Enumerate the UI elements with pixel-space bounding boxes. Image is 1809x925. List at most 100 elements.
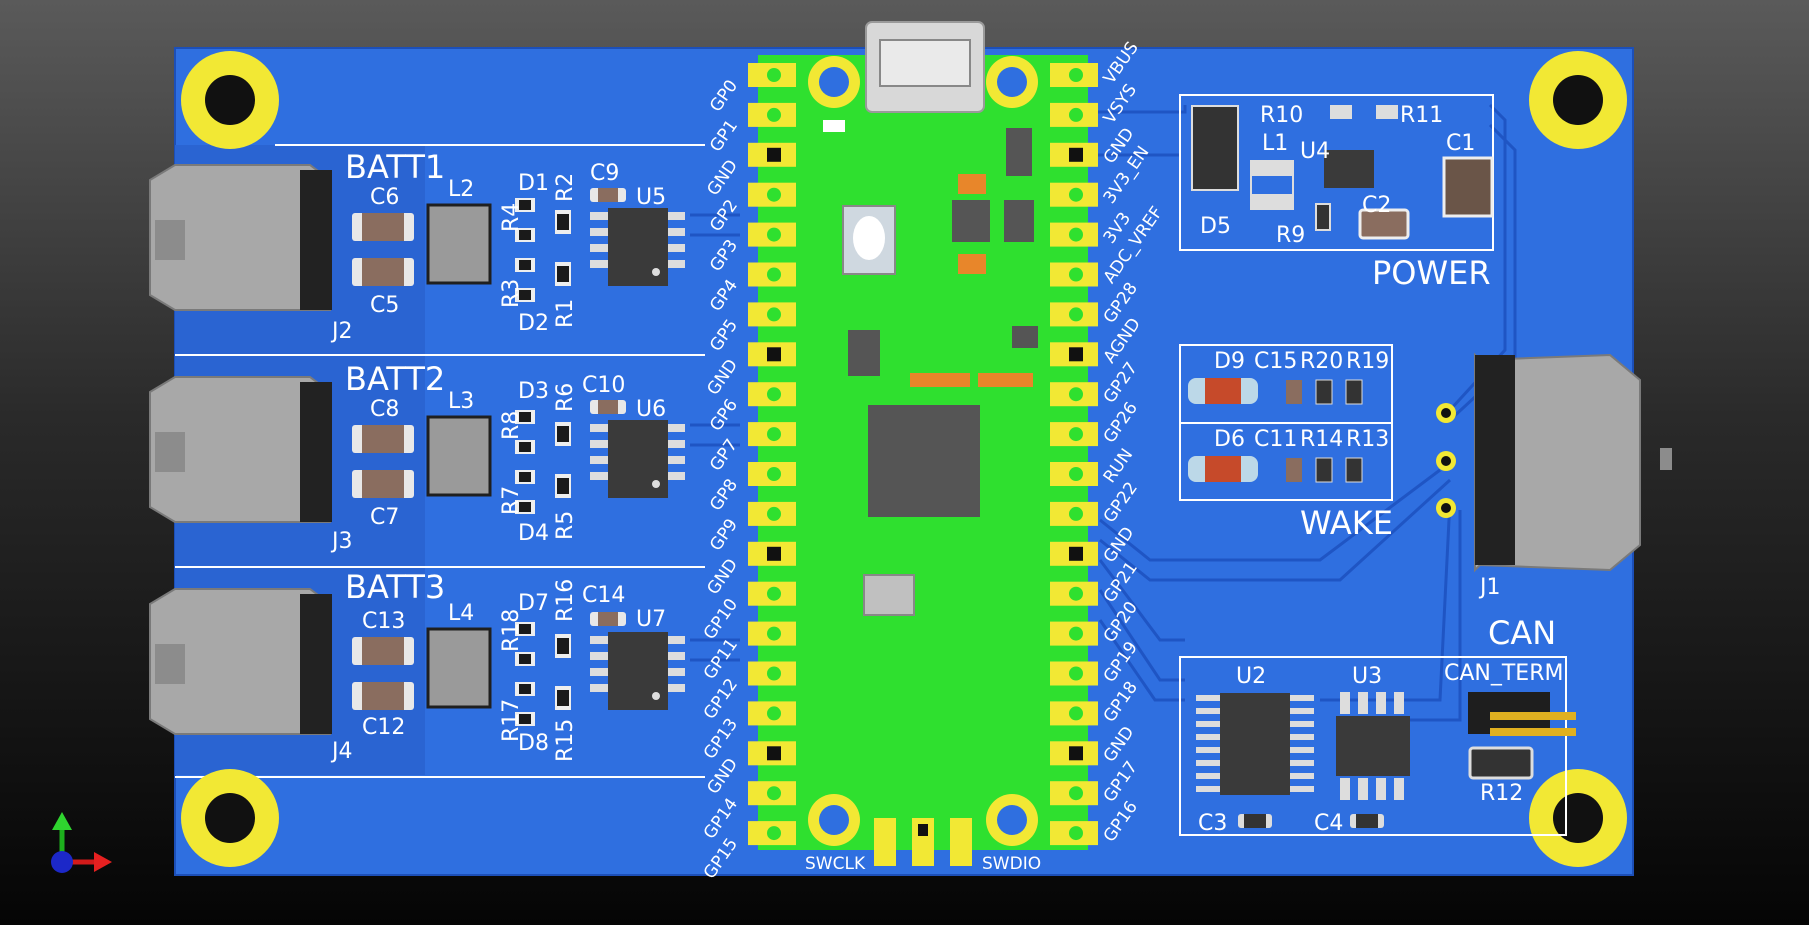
mounting-hole xyxy=(181,51,279,149)
ref-label: C8 xyxy=(370,397,399,422)
pad-hole xyxy=(767,68,781,82)
ref-label: C4 xyxy=(1314,811,1343,836)
swd-pad xyxy=(912,818,934,866)
pad-hole xyxy=(767,427,781,442)
ref-label: U5 xyxy=(636,185,666,210)
ic-u3 xyxy=(1336,716,1410,776)
pad-hole xyxy=(767,347,781,362)
axis-gizmo[interactable] xyxy=(51,812,112,873)
ref-label: U7 xyxy=(636,607,666,632)
ref-label: C11 xyxy=(1254,427,1297,452)
ref-label: U4 xyxy=(1300,139,1330,164)
ref-label: R7 xyxy=(499,486,524,515)
pad-hole xyxy=(1069,706,1083,721)
section-label-wake: WAKE xyxy=(1300,504,1393,542)
ref-label: C14 xyxy=(582,583,625,608)
pad-hole xyxy=(767,746,781,761)
ref-label: D5 xyxy=(1200,214,1231,239)
ref-label: C5 xyxy=(370,293,399,318)
crystal xyxy=(863,574,915,616)
pad-hole xyxy=(767,107,781,122)
pad-hole xyxy=(1069,267,1083,282)
section-label-can: CAN xyxy=(1488,614,1556,652)
pad-hole xyxy=(1069,666,1083,681)
ic-u3-pins xyxy=(1340,692,1404,800)
connector-label-j2: J2 xyxy=(330,319,353,344)
pad-hole xyxy=(767,546,781,561)
pad-hole xyxy=(1069,187,1083,202)
ref-label: C3 xyxy=(1198,811,1227,836)
pad-hole xyxy=(1069,467,1083,481)
pad-hole xyxy=(767,387,781,402)
pad-hole xyxy=(1069,147,1083,162)
ref-label: D8 xyxy=(518,731,549,756)
ref-label: D4 xyxy=(518,521,549,546)
ref-label: D3 xyxy=(518,379,549,404)
pad-hole xyxy=(767,227,781,242)
flash-chip xyxy=(848,330,880,376)
pad-hole xyxy=(767,666,781,681)
ref-label: R15 xyxy=(553,719,578,762)
ref-label: C10 xyxy=(582,373,625,398)
ref-label: R18 xyxy=(499,609,524,652)
mounting-hole xyxy=(181,769,279,867)
pad-hole xyxy=(1069,387,1083,402)
batt-channel-3 xyxy=(149,588,685,735)
ref-label: U6 xyxy=(636,397,666,422)
pad-hole xyxy=(767,506,781,521)
swd-pad xyxy=(874,818,896,866)
pad-hole xyxy=(1069,347,1083,362)
ic-u2-pins xyxy=(1196,695,1314,792)
pad-hole xyxy=(1069,826,1083,841)
ref-label: L2 xyxy=(448,177,474,202)
ref-label: C6 xyxy=(370,185,399,210)
section-label-batt1: BATT1 xyxy=(345,148,445,186)
batt-channel-1 xyxy=(149,164,685,311)
ref-label: R19 xyxy=(1346,349,1389,374)
ref-label: C12 xyxy=(362,715,405,740)
pad-hole xyxy=(1069,786,1083,801)
pad-hole xyxy=(1069,427,1083,442)
batt-channel-2 xyxy=(149,376,685,523)
ref-label: R8 xyxy=(499,411,524,440)
ref-label: CAN_TERM xyxy=(1444,661,1563,686)
pad-hole xyxy=(767,267,781,282)
ref-label: R9 xyxy=(1276,223,1305,248)
pad-hole xyxy=(767,467,781,481)
connector-pins xyxy=(300,170,332,310)
pad-hole xyxy=(1069,506,1083,521)
pad-hole xyxy=(1069,68,1083,82)
rp2040-chip xyxy=(868,405,980,517)
pad-hole xyxy=(767,626,781,641)
can-block-outline xyxy=(1179,656,1567,836)
ref-label: L1 xyxy=(1262,131,1288,156)
pico-pads-left xyxy=(748,63,796,846)
ref-label: D7 xyxy=(518,591,549,616)
swd-label-swclk: SWCLK xyxy=(805,854,866,874)
section-label-power: POWER xyxy=(1372,254,1491,292)
section-label-batt3: BATT3 xyxy=(345,568,445,606)
connector-label-j1: J1 xyxy=(1478,575,1501,600)
swd-pad xyxy=(950,818,972,866)
can-connector-j1[interactable] xyxy=(1474,352,1641,573)
ref-label: R1 xyxy=(553,299,578,328)
pad-hole xyxy=(767,826,781,841)
ref-label: R16 xyxy=(553,579,578,622)
section-label-batt2: BATT2 xyxy=(345,360,445,398)
ref-label: C9 xyxy=(590,161,619,186)
ref-label: R3 xyxy=(499,279,524,308)
connector-latch xyxy=(155,220,185,260)
ref-label: D1 xyxy=(518,171,549,196)
ref-label: U3 xyxy=(1352,664,1382,689)
pad-hole xyxy=(1069,107,1083,122)
ic-u7 xyxy=(590,632,685,710)
pad-hole xyxy=(1069,546,1083,561)
can-term-jumper[interactable] xyxy=(1468,692,1576,736)
diode-d5 xyxy=(1191,105,1239,191)
ref-label: R4 xyxy=(499,203,524,232)
ref-label: C1 xyxy=(1446,131,1475,156)
pad-hole xyxy=(767,706,781,721)
mounting-hole xyxy=(1529,51,1627,149)
ref-label: R20 xyxy=(1300,349,1343,374)
